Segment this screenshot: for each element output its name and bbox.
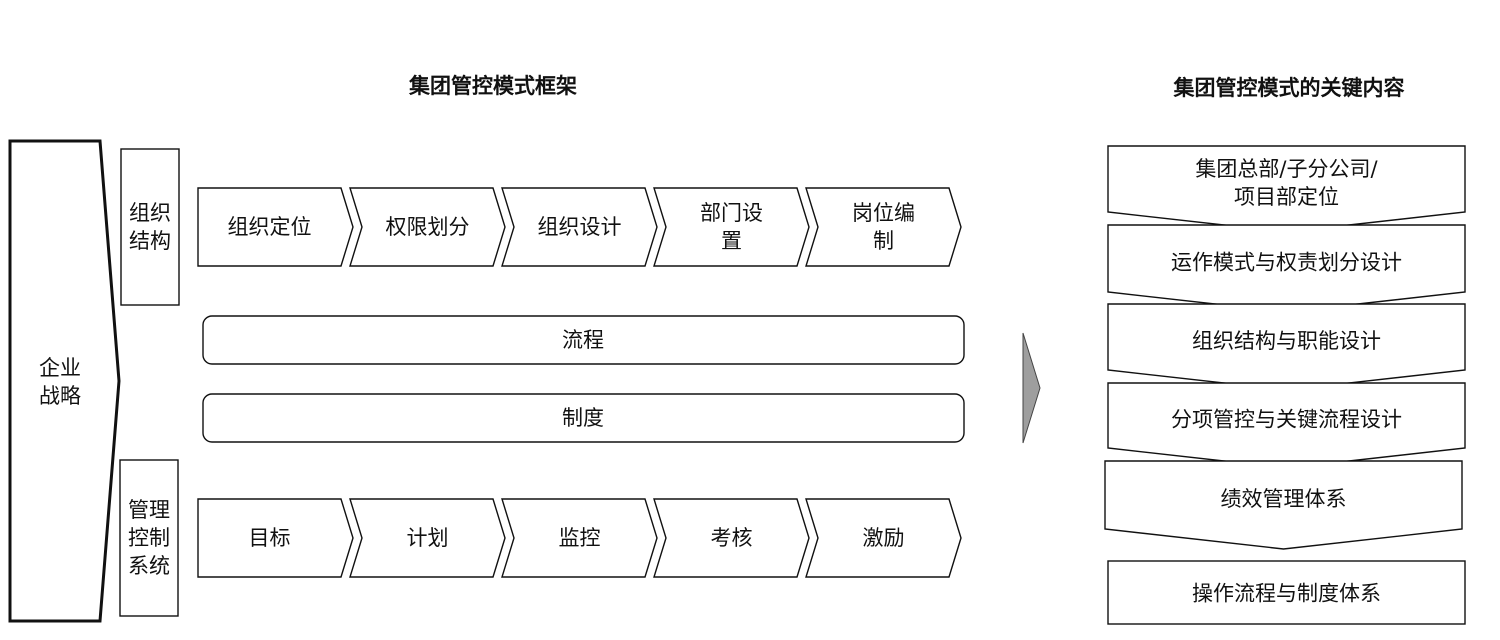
key-content-label: 分项管控与关键流程设计 [1171, 408, 1402, 432]
mgmt-step-label: 监控 [559, 526, 601, 550]
org-step-label: 制 [873, 229, 894, 253]
org-step-label: 组织定位 [228, 215, 312, 239]
org-step-chevron [501, 187, 658, 267]
org-step-label: 岗位编 [852, 201, 915, 225]
mgmt-step-chevron [805, 498, 962, 578]
key-content-item [1107, 145, 1466, 233]
key-content-stack: 集团总部/子分公司/项目部定位运作模式与权责划分设计组织结构与职能设计分项管控与… [1104, 145, 1466, 625]
mgmt-step-chevron [501, 498, 658, 578]
key-content-label: 集团总部/子分公司/ [1195, 157, 1378, 181]
org-step-label: 置 [721, 229, 742, 253]
key-content-label: 组织结构与职能设计 [1192, 329, 1381, 353]
org-step-chevron [805, 187, 962, 267]
mgmt-steps-row: 目标 计划 监控 考核 激励 [197, 498, 962, 578]
key-content-item [1107, 303, 1466, 391]
key-content-item [1107, 382, 1466, 469]
strategy-label-line-2: 战略 [39, 384, 81, 408]
org-structure-label-line-1: 组织 [129, 201, 171, 225]
key-content-item [1104, 460, 1463, 550]
strategy-arrow [8, 139, 121, 623]
strategy-label-line-1: 企业 [39, 356, 81, 380]
process-bar-label: 流程 [562, 328, 604, 352]
key-content-item [1107, 224, 1466, 313]
mgmt-control-box [119, 459, 179, 617]
connector-arrow [1022, 332, 1041, 444]
mgmt-step-chevron [197, 498, 354, 578]
mgmt-step-label: 计划 [407, 526, 449, 550]
mgmt-step-label: 考核 [711, 526, 753, 550]
mgmt-step-label: 目标 [249, 526, 291, 550]
key-content-label: 绩效管理体系 [1221, 487, 1347, 511]
system-bar-label: 制度 [562, 406, 604, 430]
org-structure-box [120, 148, 180, 306]
framework-title: 集团管控模式框架 [408, 74, 577, 98]
org-step-chevron [653, 187, 810, 267]
mgmt-step-chevron [653, 498, 810, 578]
mgmt-control-label-line-3: 系统 [128, 554, 170, 578]
org-step-label: 部门设 [700, 201, 763, 225]
process-bar [202, 315, 965, 365]
mgmt-step-chevron [349, 498, 506, 578]
mgmt-step-label: 激励 [863, 526, 905, 550]
key-content-label: 项目部定位 [1234, 185, 1339, 209]
key-content-item [1107, 560, 1466, 625]
key-content-label: 运作模式与权责划分设计 [1171, 251, 1402, 275]
system-bar [202, 393, 965, 443]
mgmt-control-label-line-2: 控制 [128, 526, 170, 550]
org-step-label: 组织设计 [538, 215, 622, 239]
org-step-chevron [349, 187, 506, 267]
org-structure-label-line-2: 结构 [129, 229, 171, 253]
org-step-chevron [197, 187, 354, 267]
mgmt-control-label-line-1: 管理 [128, 498, 170, 522]
org-step-label: 权限划分 [386, 215, 470, 239]
key-content-title: 集团管控模式的关键内容 [1173, 76, 1405, 100]
key-content-label: 操作流程与制度体系 [1192, 582, 1381, 606]
